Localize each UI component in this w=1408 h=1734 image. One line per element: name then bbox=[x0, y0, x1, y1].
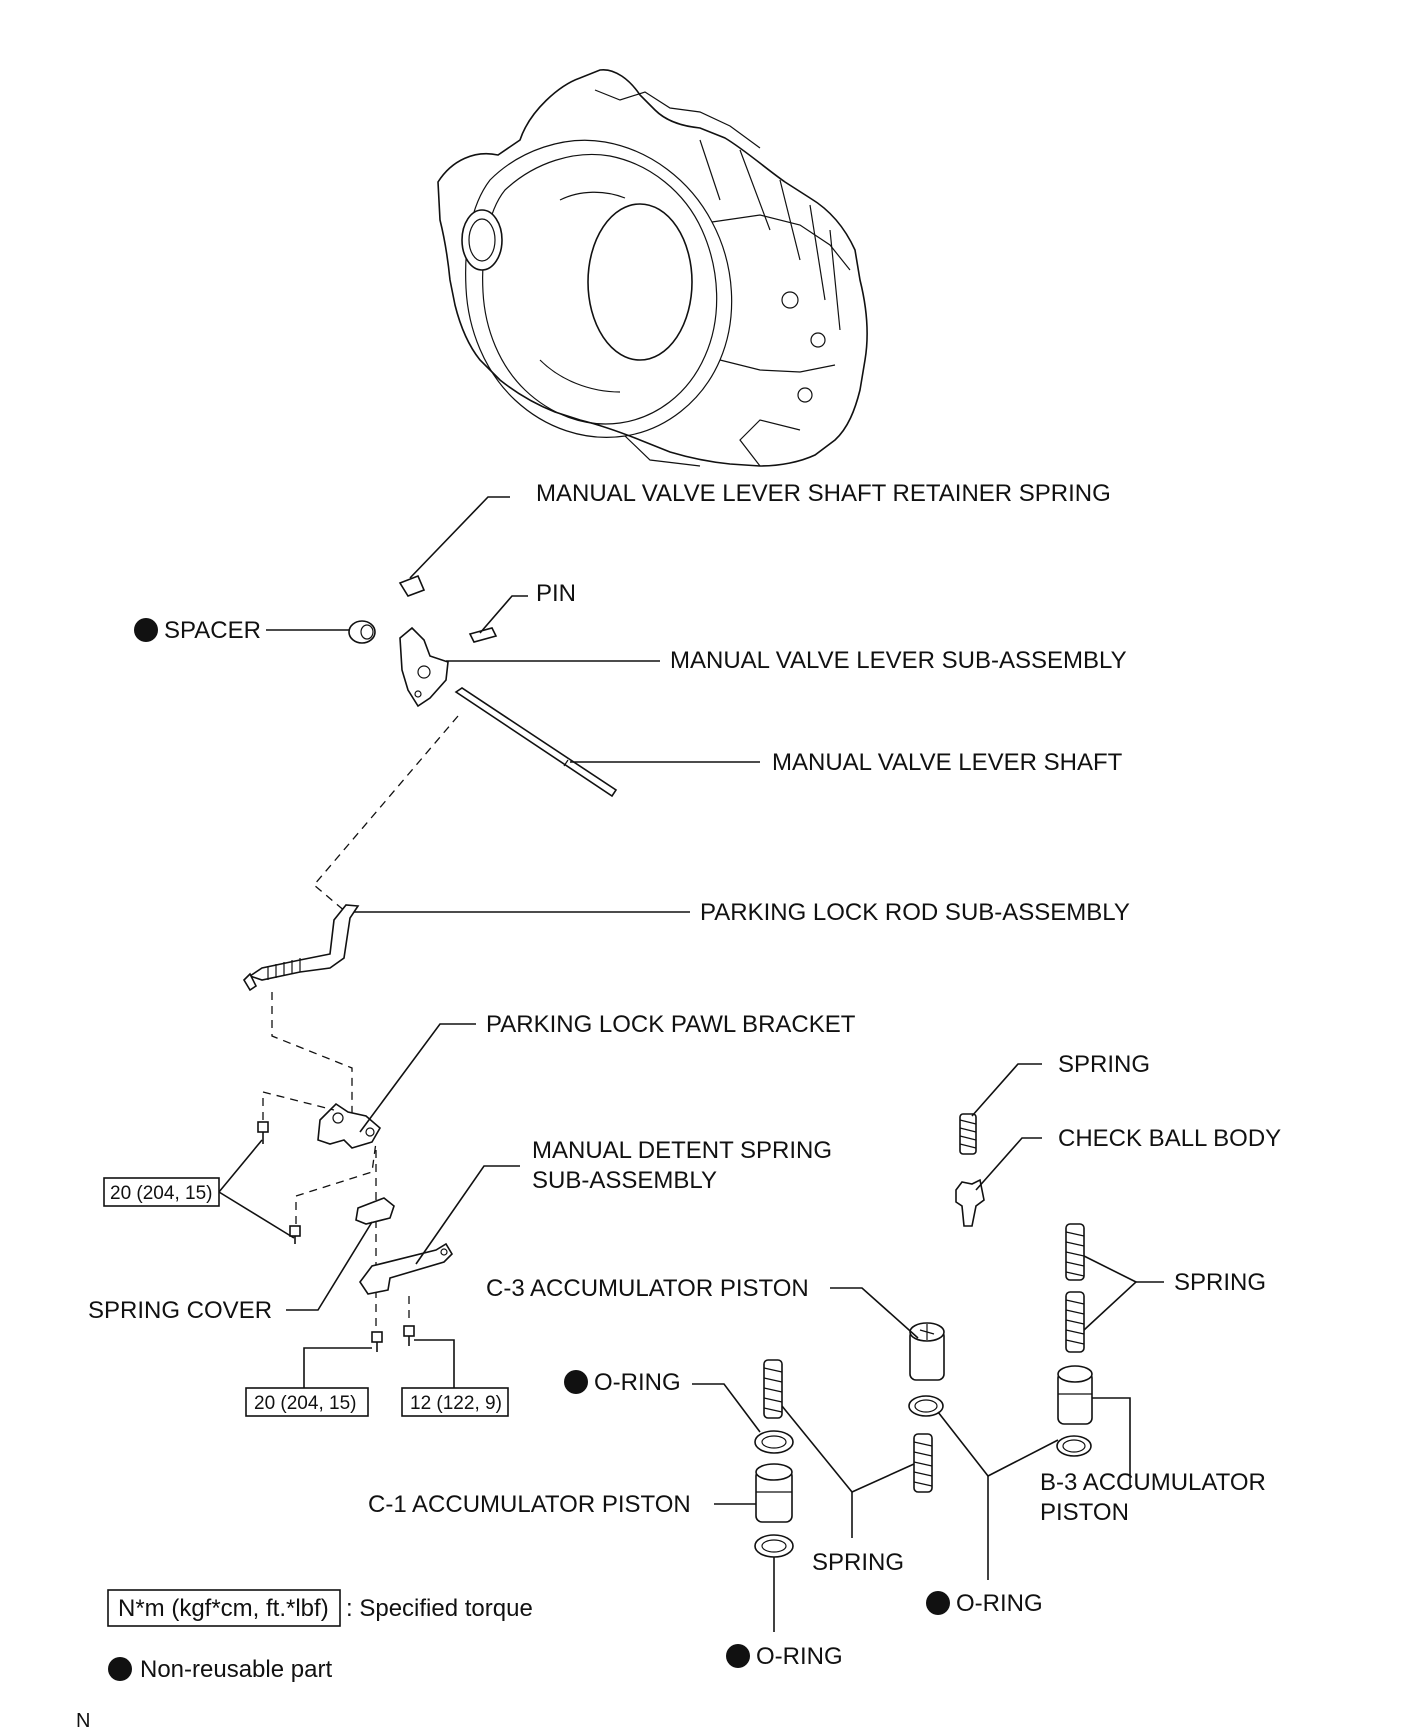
check-ball-body-leader bbox=[975, 1137, 1042, 1191]
c3-accumulator-piston-part bbox=[909, 1322, 945, 1381]
bracket-bolt-upper bbox=[257, 1121, 269, 1144]
o-ring-c3 bbox=[908, 1395, 944, 1417]
detent-bolt-right bbox=[403, 1325, 415, 1346]
detent-left-torque-box bbox=[245, 1387, 369, 1417]
b3-spring-lower-part bbox=[1065, 1291, 1085, 1353]
bracket-torque-box bbox=[103, 1177, 220, 1207]
detent-left-torque-leader bbox=[303, 1347, 372, 1388]
detent-spring-label-line2: SUB-ASSEMBLY bbox=[532, 1167, 717, 1194]
o-ring-c1-lower-label: O-RING bbox=[756, 1643, 843, 1670]
o-ring-c1-lower-non-reusable-mark bbox=[726, 1644, 750, 1668]
c3-piston-leader bbox=[830, 1287, 919, 1339]
lever-shaft-label: MANUAL VALVE LEVER SHAFT bbox=[772, 749, 1123, 776]
bracket-lower-bolt-assembly-line bbox=[295, 1141, 377, 1224]
o-ring-c3-b3-label: O-RING bbox=[956, 1590, 1043, 1617]
parking-lock-pawl-bracket-part bbox=[317, 1102, 382, 1149]
spring-cover-part bbox=[355, 1197, 395, 1225]
o-ring-c1-upper-non-reusable-mark bbox=[564, 1370, 588, 1394]
pawl-bracket-label: PARKING LOCK PAWL BRACKET bbox=[486, 1011, 856, 1038]
o-ring-c1-lower bbox=[754, 1534, 794, 1558]
detent-spring-label-line1: MANUAL DETENT SPRING bbox=[532, 1137, 832, 1164]
spring-cover-leader bbox=[286, 1221, 373, 1311]
detent-right-torque-value: 12 (122, 9) bbox=[410, 1393, 502, 1414]
transmission-case-illustration bbox=[437, 69, 868, 467]
legend-torque-description: : Specified torque bbox=[346, 1595, 533, 1622]
o-ring-c1-lower-inner bbox=[761, 1539, 787, 1553]
spring-lower-leader-left bbox=[781, 1405, 853, 1493]
detent-right-torque-box bbox=[401, 1387, 509, 1417]
c3-piston-label: C-3 ACCUMULATOR PISTON bbox=[486, 1275, 809, 1302]
bracket-bolt-lower bbox=[289, 1225, 301, 1244]
spring-lower-label: SPRING bbox=[812, 1549, 904, 1576]
legend-torque-box bbox=[107, 1589, 341, 1627]
retainer-spring-part bbox=[398, 574, 426, 597]
spring-cover-label: SPRING COVER bbox=[88, 1297, 272, 1324]
o-ring-c3-b3-leader-right bbox=[987, 1439, 1059, 1477]
lever-to-rod-assembly-line bbox=[313, 715, 459, 913]
lever-sub-assembly-label: MANUAL VALVE LEVER SUB-ASSEMBLY bbox=[670, 647, 1127, 674]
o-ring-c1-upper-leader bbox=[692, 1383, 761, 1433]
o-ring-c1-upper-inner bbox=[761, 1435, 787, 1449]
pin-leader bbox=[479, 595, 528, 634]
footer-code: N bbox=[76, 1710, 90, 1732]
detent-left-torque-value: 20 (204, 15) bbox=[254, 1393, 356, 1414]
bracket-upper-bolt-assembly-line bbox=[262, 1091, 335, 1120]
parking-lock-rod-label: PARKING LOCK ROD SUB-ASSEMBLY bbox=[700, 899, 1130, 926]
pin-label: PIN bbox=[536, 580, 576, 607]
c1-spring-part bbox=[763, 1359, 783, 1419]
bracket-torque-leader-lower bbox=[218, 1191, 295, 1239]
c3-spring-part bbox=[913, 1433, 933, 1493]
manual-valve-lever-part bbox=[399, 626, 449, 708]
o-ring-c1-upper bbox=[754, 1430, 794, 1454]
small-spring-part bbox=[959, 1113, 977, 1155]
manual-detent-spring-part bbox=[359, 1242, 454, 1295]
o-ring-c3-inner bbox=[914, 1399, 938, 1413]
spacer-non-reusable-mark bbox=[134, 618, 158, 642]
retainer-spring-label: MANUAL VALVE LEVER SHAFT RETAINER SPRING bbox=[536, 480, 1111, 507]
check-ball-body-label: CHECK BALL BODY bbox=[1058, 1125, 1281, 1152]
detent-right-torque-leader bbox=[414, 1339, 455, 1388]
bracket-torque-value: 20 (204, 15) bbox=[110, 1183, 212, 1204]
small-spring-label: SPRING bbox=[1058, 1051, 1150, 1078]
spacer-label: SPACER bbox=[164, 617, 261, 644]
spring-lower-leader-right bbox=[851, 1463, 915, 1493]
parking-lock-rod-part bbox=[242, 904, 360, 992]
b3-spring-label: SPRING bbox=[1174, 1269, 1266, 1296]
retainer-spring-leader bbox=[409, 496, 510, 579]
rod-to-bracket-assembly-line bbox=[271, 992, 353, 1116]
b3-spring-upper-part bbox=[1065, 1223, 1085, 1281]
b3-piston-label-line1: B-3 ACCUMULATOR bbox=[1040, 1469, 1266, 1496]
detent-bolt-left bbox=[371, 1331, 383, 1352]
check-ball-body-part bbox=[955, 1178, 985, 1227]
c1-piston-label: C-1 ACCUMULATOR PISTON bbox=[368, 1491, 691, 1518]
b3-spring-leader bbox=[1083, 1255, 1138, 1331]
legend-non-reusable-mark bbox=[108, 1657, 132, 1681]
o-ring-c3-b3-leader-left bbox=[937, 1411, 989, 1477]
o-ring-b3 bbox=[1056, 1435, 1092, 1457]
o-ring-b3-inner bbox=[1062, 1439, 1086, 1453]
c1-accumulator-piston-part bbox=[755, 1463, 793, 1523]
manual-valve-lever-shaft-part bbox=[454, 687, 618, 798]
spacer-part bbox=[348, 620, 376, 644]
pawl-bracket-leader bbox=[359, 1023, 476, 1133]
b3-accumulator-piston-part bbox=[1057, 1365, 1093, 1425]
small-spring-leader bbox=[971, 1063, 1042, 1117]
pin-part bbox=[468, 627, 498, 643]
bracket-torque-leader-upper bbox=[218, 1139, 263, 1193]
detent-spring-leader bbox=[415, 1165, 520, 1265]
b3-piston-leader bbox=[1092, 1397, 1131, 1488]
legend-non-reusable-label: Non-reusable part bbox=[140, 1656, 332, 1683]
b3-piston-label-line2: PISTON bbox=[1040, 1499, 1129, 1526]
legend-torque-unit: N*m (kgf*cm, ft.*lbf) bbox=[118, 1595, 329, 1622]
o-ring-c3-b3-non-reusable-mark bbox=[926, 1591, 950, 1615]
o-ring-c1-upper-label: O-RING bbox=[594, 1369, 681, 1396]
